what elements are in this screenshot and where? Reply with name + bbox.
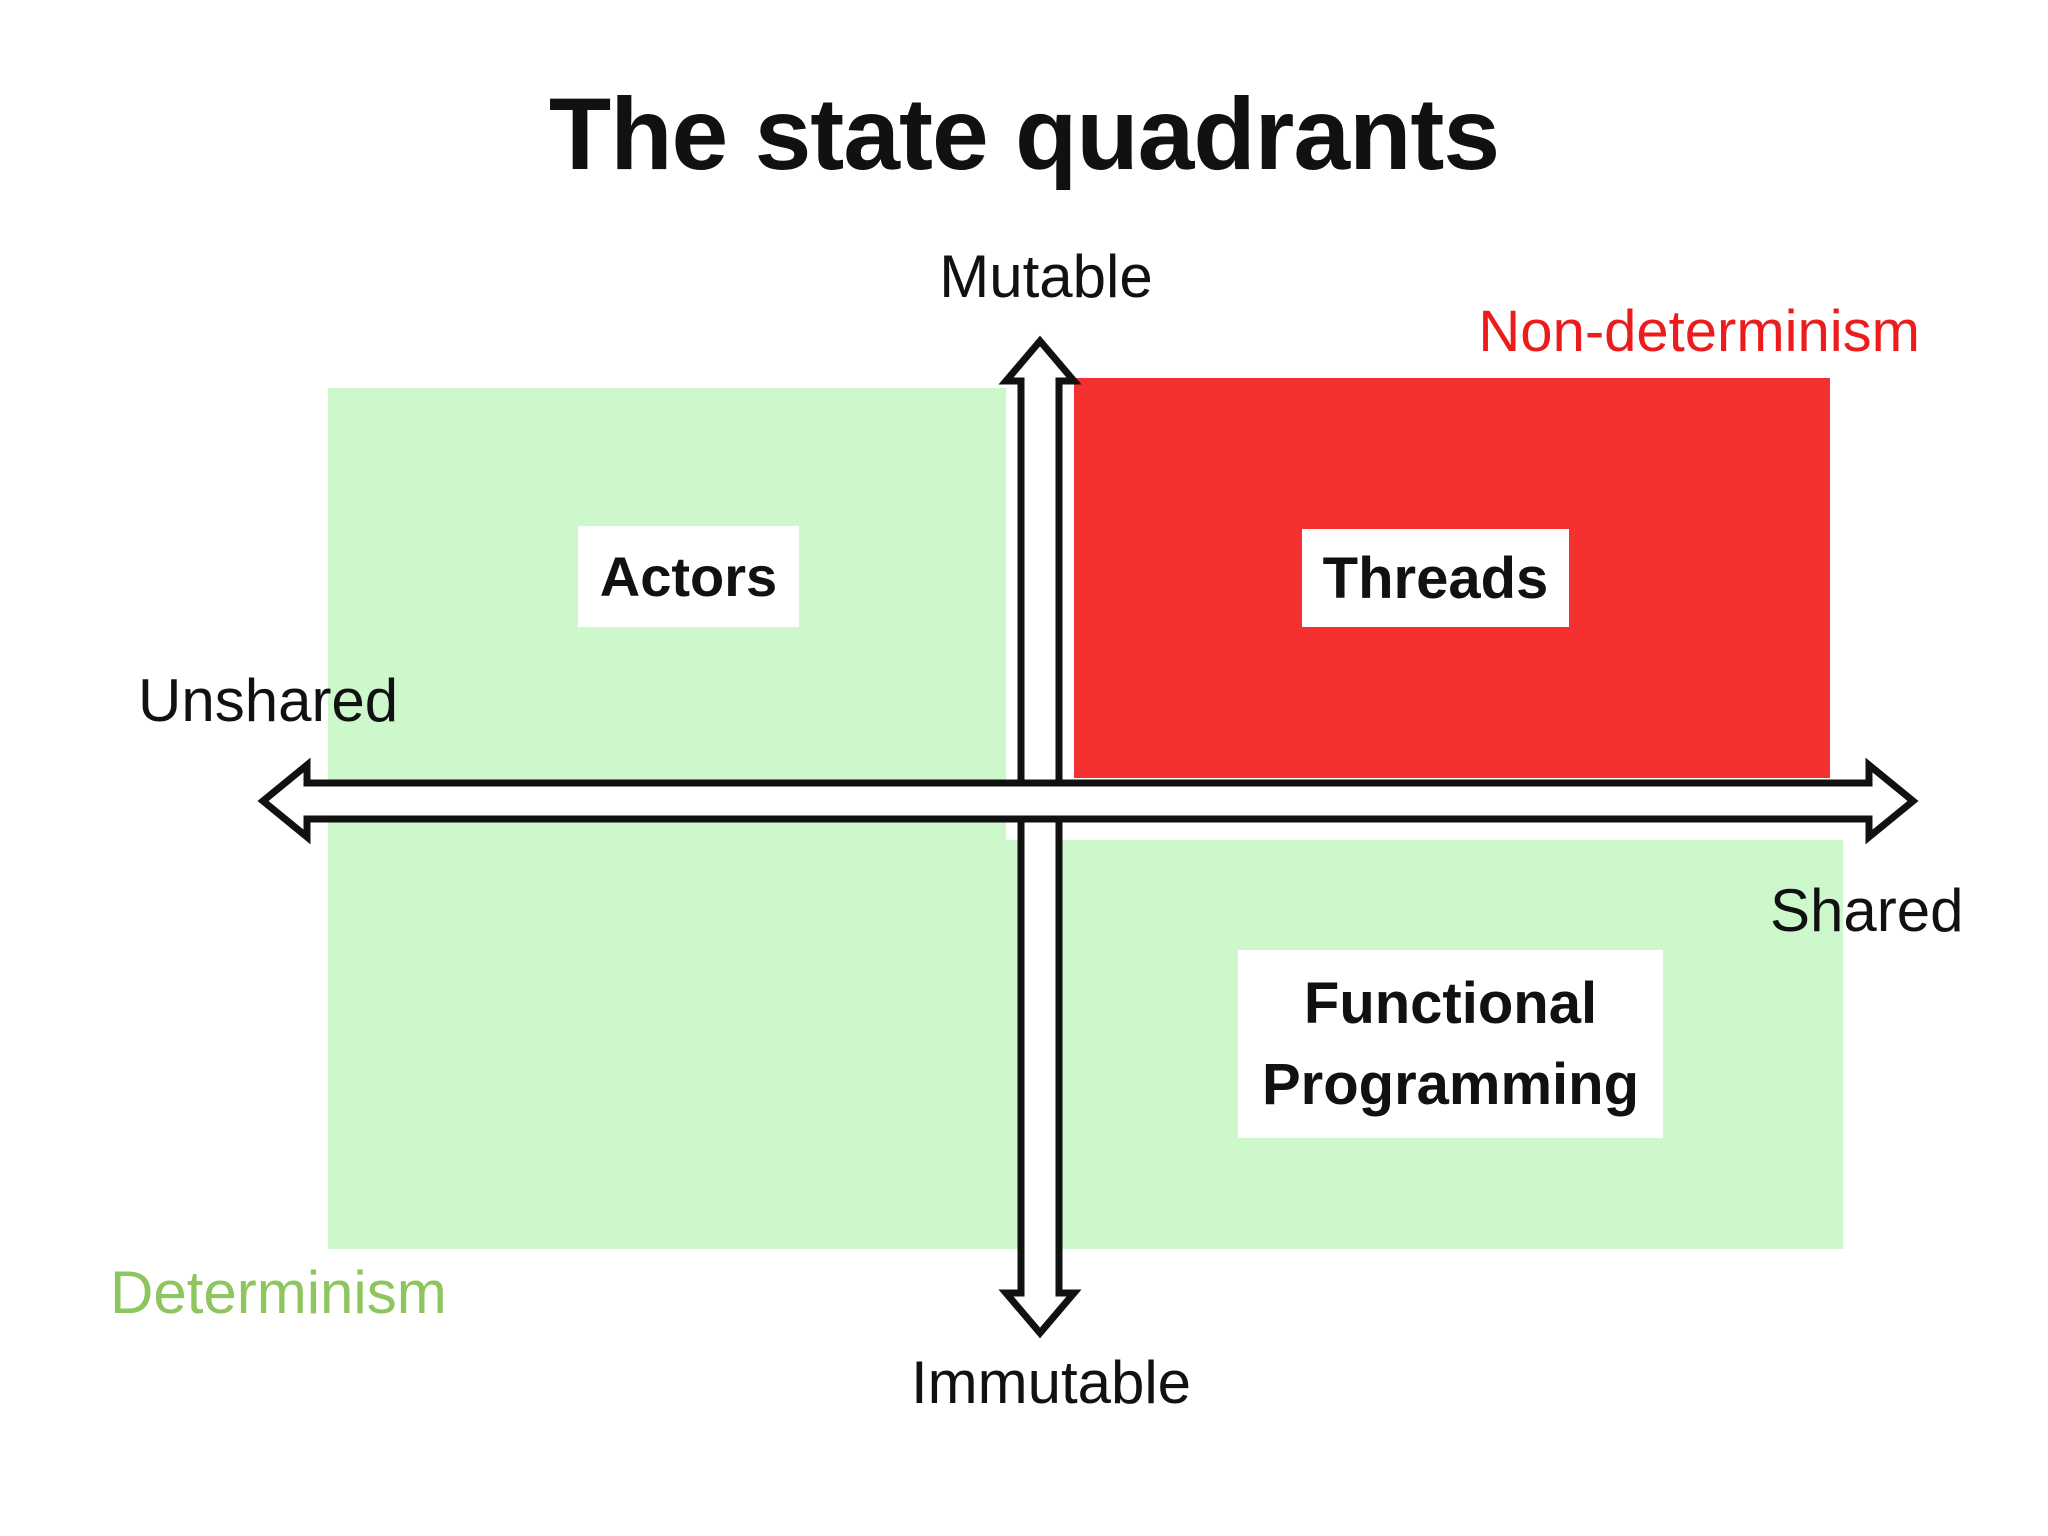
quadrant-label-functional-programming: Functional Programming: [1238, 950, 1663, 1138]
page-title: The state quadrants: [548, 77, 1500, 191]
horizontal-axis-arrow: [257, 757, 1919, 845]
axis-label-shared: Shared: [1770, 877, 1964, 944]
axis-label-mutable: Mutable: [939, 243, 1153, 310]
annotation-determinism: Determinism: [110, 1259, 447, 1326]
annotation-non-determinism: Non-determinism: [1478, 299, 1920, 364]
axis-label-immutable: Immutable: [910, 1349, 1192, 1416]
axis-label-unshared: Unshared: [138, 667, 399, 734]
quadrant-label-threads: Threads: [1302, 529, 1569, 627]
vertical-axis-arrow: [998, 335, 1082, 1339]
quadrant-label-actors: Actors: [578, 526, 799, 627]
